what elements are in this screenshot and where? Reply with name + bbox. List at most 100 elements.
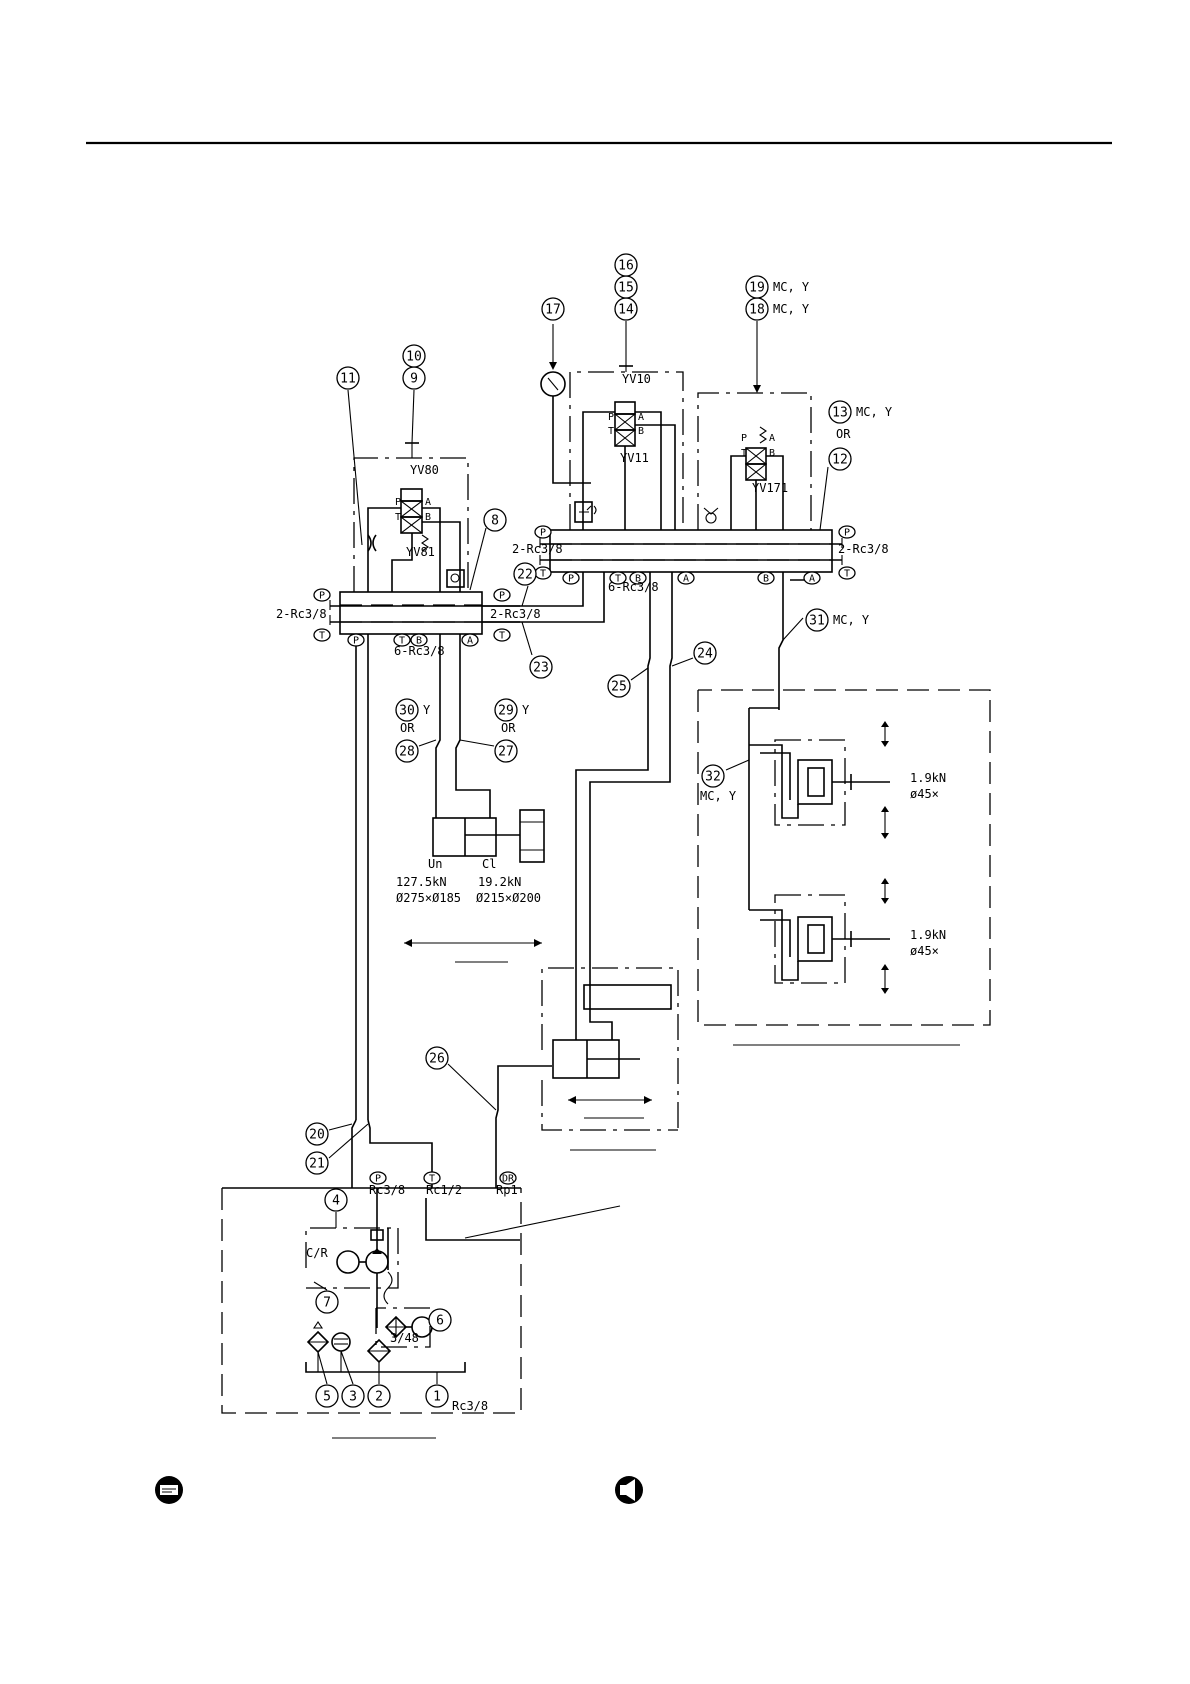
balloon-number: 26 xyxy=(429,1052,445,1067)
lbl-cyl-un: Un xyxy=(428,857,442,871)
balloon-number: 27 xyxy=(498,745,514,760)
port-letter: P xyxy=(844,528,850,539)
balloon-number: 5 xyxy=(323,1390,331,1405)
port-letter: A xyxy=(809,574,815,585)
port-left-p-right: P xyxy=(493,588,511,602)
balloon-29: 29 xyxy=(494,698,518,722)
valve-letter: B xyxy=(769,448,775,459)
balloon-number: 7 xyxy=(323,1296,331,1311)
port-letter: P xyxy=(540,528,546,539)
port-unit-dr: DR xyxy=(499,1171,517,1185)
balloon-number: 32 xyxy=(705,770,721,785)
lbl-31-suffix: MC, Y xyxy=(833,613,870,627)
balloon-17: 17 xyxy=(541,297,565,321)
balloon-30: 30 xyxy=(395,698,419,722)
port-left-p-bot: P xyxy=(347,633,365,647)
lbl-clamp1-force: 1.9kN xyxy=(910,771,946,785)
balloon-31: 31 xyxy=(805,608,829,632)
balloon-number: 17 xyxy=(545,303,561,318)
port-letter: B xyxy=(635,574,641,585)
right-valve-assembly xyxy=(539,324,843,581)
balloon-12: 12 xyxy=(828,447,852,471)
lbl-32-suffix: MC, Y xyxy=(700,789,737,803)
balloon-26: 26 xyxy=(425,1046,449,1070)
valve-letter: A xyxy=(425,497,431,508)
port-right-p-bot: P xyxy=(562,571,580,585)
port-right-b-bot: B xyxy=(629,571,647,585)
lbl-29-suffix: Y xyxy=(522,703,530,717)
valve-letter: P xyxy=(608,412,614,423)
balloon-27: 27 xyxy=(494,739,518,763)
port-letter: T xyxy=(399,636,405,647)
lbl-cyl-force1: 127.5kN xyxy=(396,875,447,889)
lbl-clamp2-force: 1.9kN xyxy=(910,928,946,942)
balloon-4: 4 xyxy=(324,1188,348,1212)
balloon-number: 15 xyxy=(618,281,634,296)
balloon-23: 23 xyxy=(529,655,553,679)
lbl-unit-348: 3/48 xyxy=(390,1331,419,1345)
leader-lines xyxy=(313,321,829,1385)
port-letter: T xyxy=(319,631,325,642)
balloon-number: 25 xyxy=(611,680,627,695)
lbl-27-or: OR xyxy=(501,721,516,735)
port-letter: P xyxy=(319,591,325,602)
balloon-20: 20 xyxy=(305,1122,329,1146)
lbl-28-or: OR xyxy=(400,721,415,735)
balloon-19: 19 xyxy=(745,275,769,299)
clamp-cylinders xyxy=(697,689,991,1046)
port-letter: T xyxy=(499,631,505,642)
spindle-cylinder xyxy=(404,809,545,963)
port-right-t-bot: T xyxy=(609,571,627,585)
valve-letter: T xyxy=(395,512,401,523)
lbl-yv81: YV81 xyxy=(406,545,435,559)
lbl-yv11: YV11 xyxy=(620,451,649,465)
port-right-p-left: P xyxy=(534,525,552,539)
balloon-number: 14 xyxy=(618,303,634,318)
port-left-p-top: P xyxy=(313,588,331,602)
port-letter: T xyxy=(540,569,546,580)
balloon-8: 8 xyxy=(483,508,507,532)
balloon-number: 18 xyxy=(749,303,765,318)
lbl-clamp1-dim: ø45× xyxy=(910,787,939,801)
valve-letter: A xyxy=(638,412,644,423)
lbl-cyl-dim2: Ø215×Ø200 xyxy=(476,891,541,905)
valve-letter: T xyxy=(608,426,614,437)
lbl-right-port-l: 2-Rc3/8 xyxy=(512,542,563,556)
port-letter: A xyxy=(467,636,473,647)
lbl-right-6port: 6-Rc3/8 xyxy=(608,580,659,594)
valve-letter: A xyxy=(769,433,775,444)
port-letter: P xyxy=(375,1174,381,1185)
port-letter: P xyxy=(499,591,505,602)
port-left-t-right: T xyxy=(493,628,511,642)
port-letter: P xyxy=(353,636,359,647)
balloon-21: 21 xyxy=(305,1151,329,1175)
port-right-a-bot: A xyxy=(677,571,695,585)
lbl-unit-drain: Rc3/8 xyxy=(452,1399,488,1413)
balloon-number: 30 xyxy=(399,704,415,719)
port-unit-p: P xyxy=(369,1171,387,1185)
balloon-number: 19 xyxy=(749,281,765,296)
lbl-cyl-cl: Cl xyxy=(482,857,496,871)
balloon-number: 6 xyxy=(436,1314,444,1329)
lbl-19-suffix: MC, Y xyxy=(773,280,810,294)
note-icon xyxy=(155,1476,183,1504)
balloon-number: 8 xyxy=(491,514,499,529)
port-right-t-right: T xyxy=(838,566,856,580)
valve-letter: B xyxy=(425,512,431,523)
lbl-18-suffix: MC, Y xyxy=(773,302,810,316)
balloon-number: 4 xyxy=(332,1194,340,1209)
port-left-b-mid: B xyxy=(410,633,428,647)
balloon-number: 31 xyxy=(809,614,825,629)
balloon-11: 11 xyxy=(336,366,360,390)
balloon-number: 29 xyxy=(498,704,514,719)
lbl-yv10: YV10 xyxy=(622,372,651,386)
balloon-10: 10 xyxy=(402,344,426,368)
port-letter: B xyxy=(416,636,422,647)
balloon-24: 24 xyxy=(693,641,717,665)
balloon-32: 32 xyxy=(701,764,725,788)
lbl-clamp2-dim: ø45× xyxy=(910,944,939,958)
